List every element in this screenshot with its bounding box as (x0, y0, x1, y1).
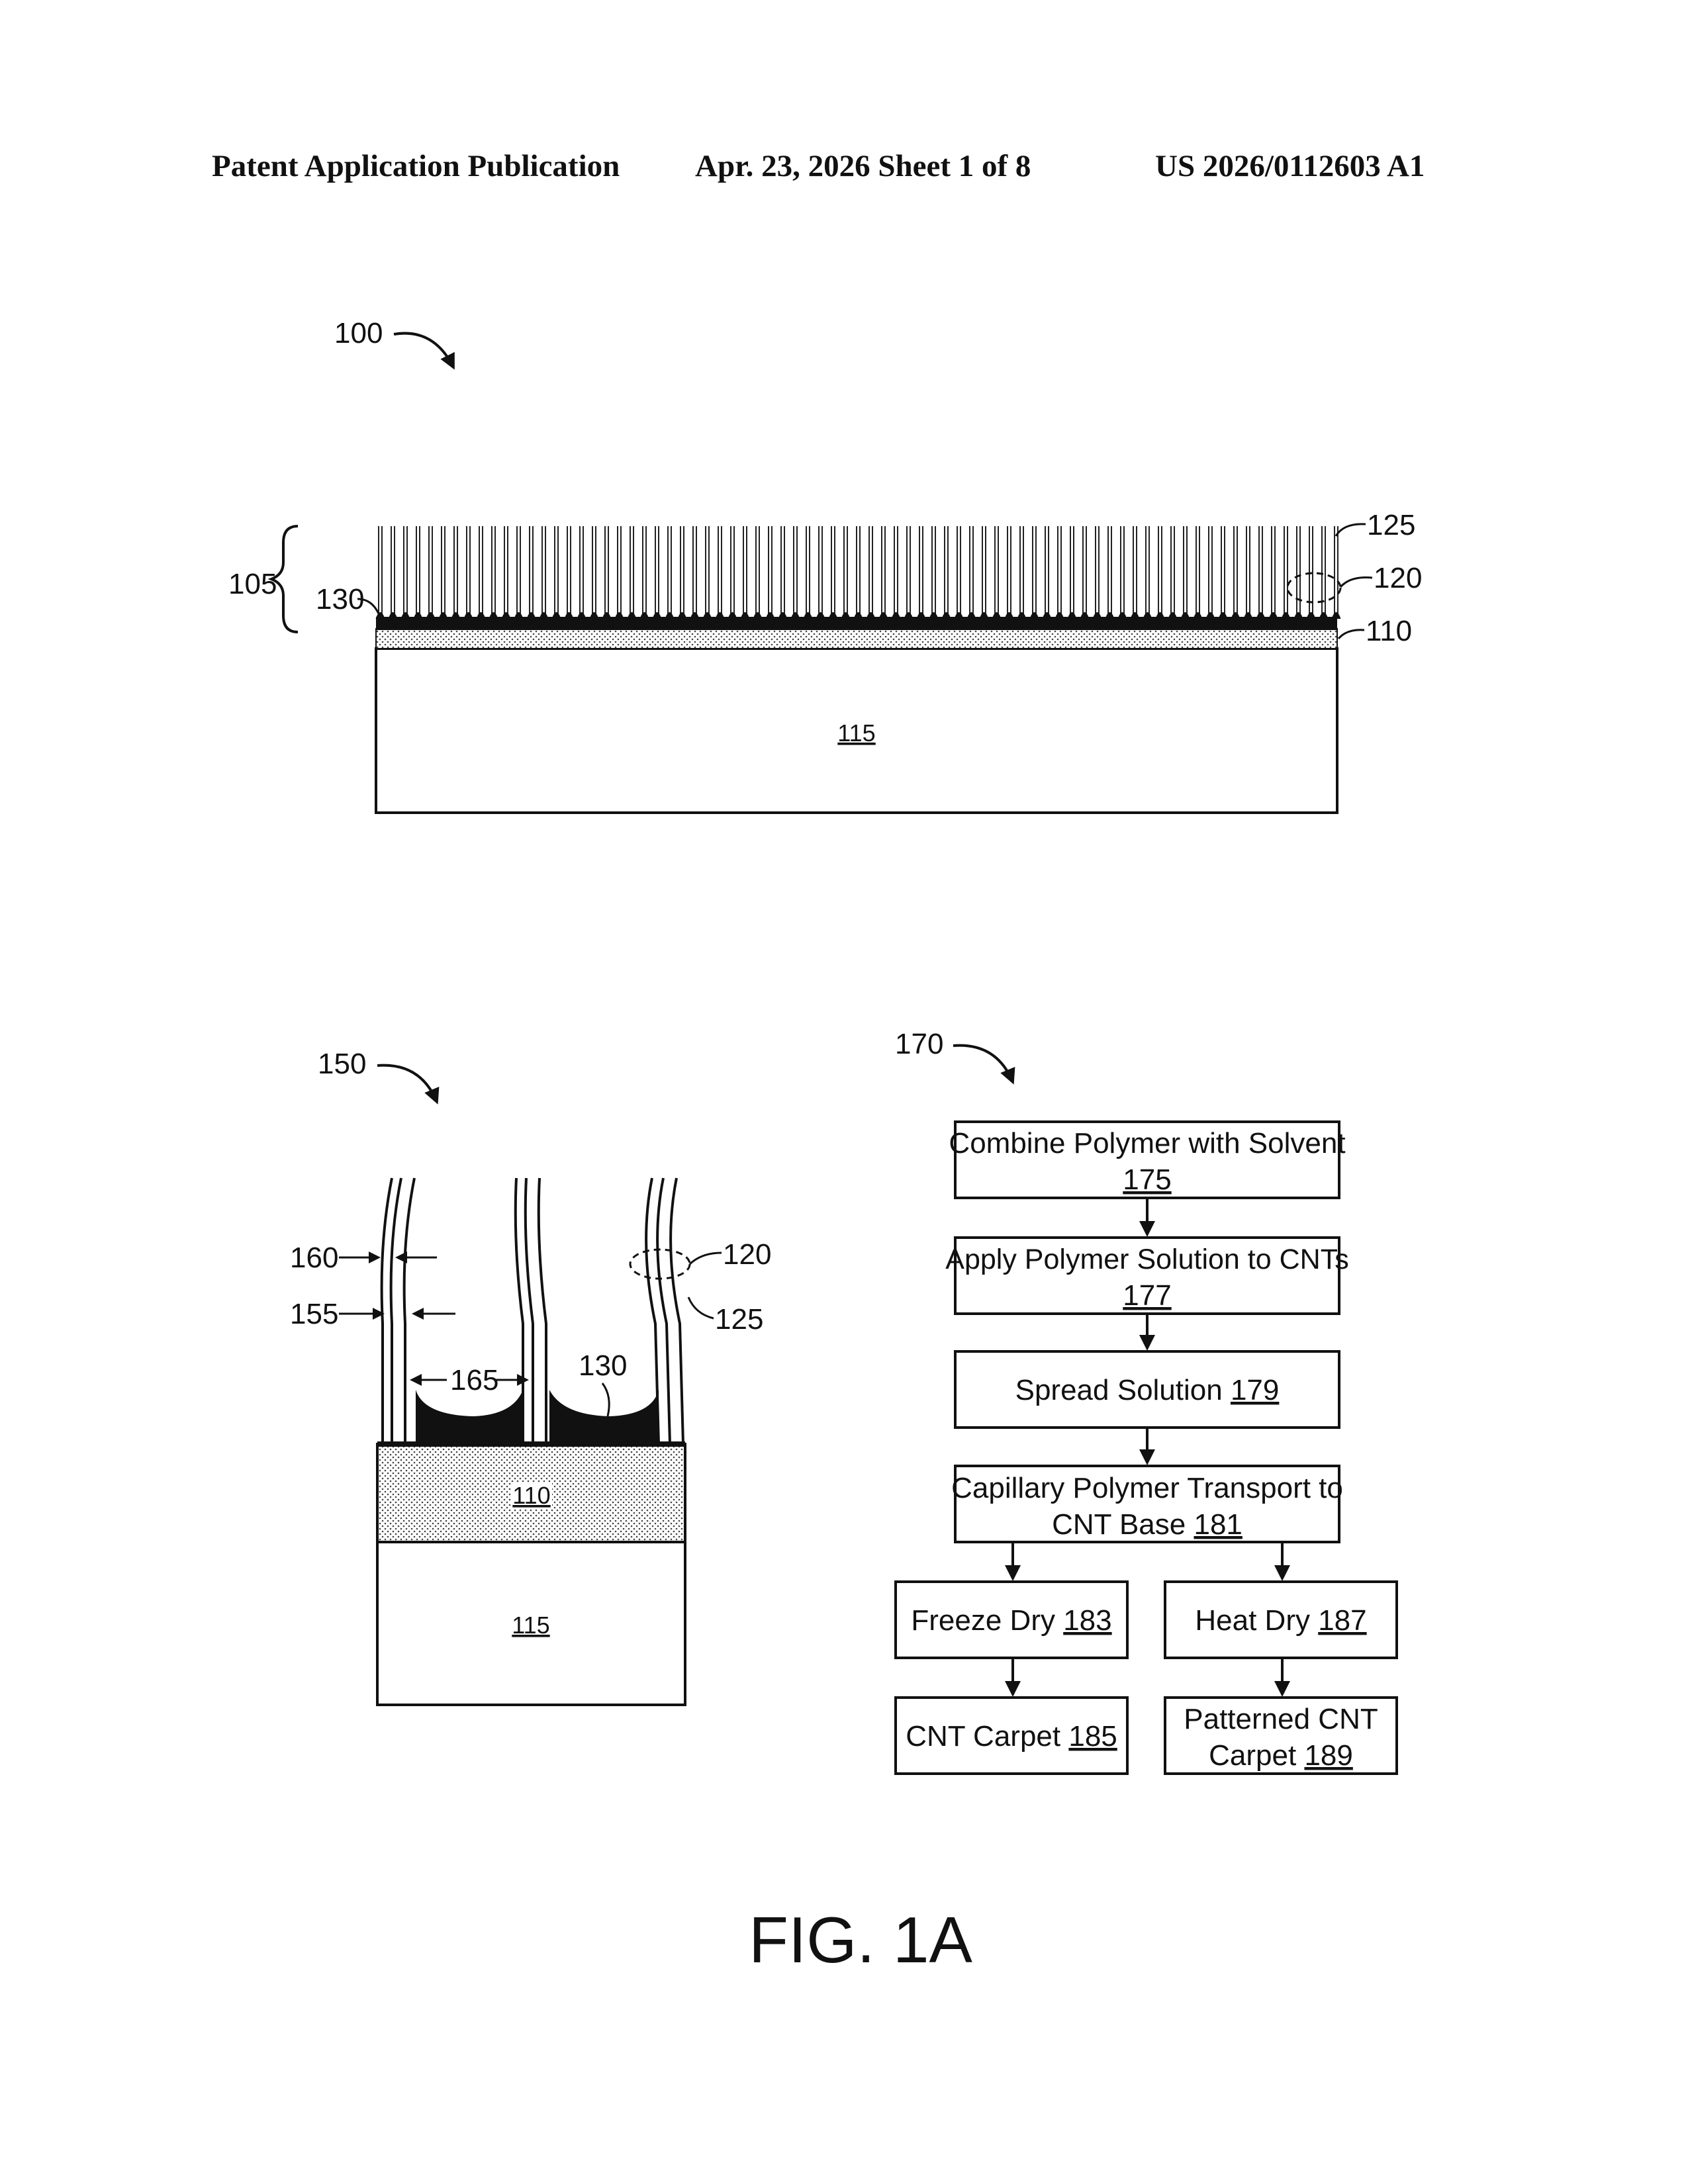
ref-110-top: 110 (1366, 615, 1412, 647)
figure-150: 150 115 110 160 (290, 1048, 771, 1705)
ref-150-arrow (377, 1066, 437, 1102)
header-date-sheet: Apr. 23, 2026 Sheet 1 of 8 (695, 149, 1031, 183)
step-189-num: 189 (1304, 1739, 1352, 1772)
ref-125-leader (1336, 524, 1366, 536)
ref-110-leader (1338, 630, 1364, 639)
step-183-text: Freeze Dry 183 (911, 1604, 1111, 1637)
flow-step-189: Patterned CNT Carpet 189 (1165, 1698, 1397, 1774)
catalyst-layer-110-detail-label: 110 (512, 1482, 550, 1509)
flow-step-177: Apply Polymer Solution to CNTs 177 (945, 1238, 1348, 1314)
substrate-115-label: 115 (837, 719, 875, 747)
cnt-forest (376, 526, 1341, 619)
ref-120-top: 120 (1374, 562, 1422, 594)
step-187-text: Heat Dry 187 (1195, 1604, 1366, 1637)
step-179-text: Spread Solution 179 (1015, 1374, 1280, 1406)
flow-step-183: Freeze Dry 183 (896, 1582, 1127, 1658)
step-181-line2: CNT Base 181 (1052, 1508, 1243, 1541)
flow-step-181: Capillary Polymer Transport to CNT Base … (951, 1466, 1343, 1542)
step-183-label: Freeze Dry (911, 1604, 1063, 1637)
step-189-label2: Carpet (1209, 1739, 1304, 1772)
ref-130-detail: 130 (579, 1349, 627, 1382)
polymer-base-130 (376, 617, 1337, 630)
ref-155: 155 (290, 1298, 338, 1330)
flow-step-179: Spread Solution 179 (955, 1351, 1339, 1428)
step-177-num: 177 (1123, 1279, 1171, 1312)
step-187-label: Heat Dry (1195, 1604, 1318, 1637)
step-185-num: 185 (1068, 1720, 1117, 1752)
ref-120-marker-top (1288, 573, 1340, 602)
ref-150: 150 (318, 1048, 366, 1080)
step-177-text: Apply Polymer Solution to CNTs (945, 1244, 1348, 1275)
step-179-num: 179 (1231, 1374, 1279, 1406)
step-183-num: 183 (1063, 1604, 1111, 1637)
polymer-meniscus-130-right (549, 1390, 659, 1444)
polymer-meniscus-130-left (416, 1390, 523, 1444)
header-publication-title: Patent Application Publication (212, 149, 620, 183)
ref-120-detail: 120 (723, 1238, 771, 1271)
step-181-label2: CNT Base (1052, 1508, 1194, 1541)
step-175-text: Combine Polymer with Solvent (949, 1127, 1345, 1160)
ref-125-detail-leader (688, 1297, 714, 1318)
figure-100: 100 115 105 130 125 120 110 (228, 317, 1422, 813)
ref-120-detail-leader (690, 1253, 722, 1264)
ref-130-detail-leader (602, 1383, 609, 1416)
step-185-label: CNT Carpet (906, 1720, 1068, 1752)
flow-step-175: Combine Polymer with Solvent 175 (949, 1122, 1345, 1198)
step-189-text: Patterned CNT (1184, 1703, 1378, 1735)
step-185-text: CNT Carpet 185 (906, 1720, 1117, 1752)
ref-125-top: 125 (1367, 509, 1415, 541)
substrate-115-detail-label: 115 (512, 1612, 549, 1639)
ref-100: 100 (334, 317, 383, 349)
flow-step-185: CNT Carpet 185 (896, 1698, 1127, 1774)
step-181-text: Capillary Polymer Transport to (951, 1472, 1343, 1504)
ref-100-arrow (394, 334, 453, 367)
ref-130-top: 130 (316, 583, 364, 615)
step-179-label: Spread Solution (1015, 1374, 1231, 1406)
step-181-num: 181 (1194, 1508, 1242, 1541)
ref-170-arrow (953, 1046, 1013, 1082)
step-175-num: 175 (1123, 1163, 1171, 1196)
ref-105: 105 (228, 568, 277, 600)
cnt-bundle-left (382, 1178, 414, 1444)
figure-170-flowchart: 170 Combine Polymer with Solvent 175 App… (895, 1028, 1397, 1774)
step-187-num: 187 (1318, 1604, 1366, 1637)
ref-170: 170 (895, 1028, 943, 1060)
ref-165: 165 (450, 1364, 498, 1396)
figure-caption: FIG. 1A (749, 1903, 972, 1976)
ref-120-leader (1340, 578, 1372, 587)
ref-125-detail: 125 (715, 1303, 763, 1336)
step-189-line2: Carpet 189 (1209, 1739, 1353, 1772)
catalyst-layer-110 (376, 629, 1337, 649)
ref-160: 160 (290, 1242, 338, 1274)
flow-step-187: Heat Dry 187 (1165, 1582, 1397, 1658)
header-patent-number: US 2026/0112603 A1 (1155, 149, 1425, 183)
